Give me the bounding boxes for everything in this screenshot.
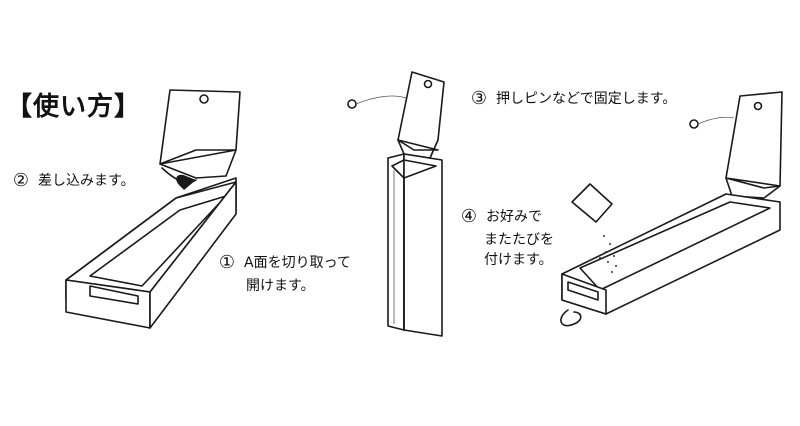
step-2-number: ②: [12, 170, 30, 191]
step-1-label: ① A面を切り取って 開けます。: [214, 250, 351, 296]
step-3-text: 押しピンなどで固定します。: [496, 91, 677, 107]
step-1-text-line2: 開けます。: [246, 278, 315, 294]
middle-box-side: [387, 153, 405, 331]
middle-flap-hole: [423, 79, 433, 89]
right-pin-icon: [689, 119, 699, 129]
middle-box-front: [403, 153, 443, 337]
step-2-text: 差し込みます。: [38, 173, 135, 189]
step-4-text-line3: 付けます。: [484, 252, 553, 268]
step-4-number: ④: [460, 206, 478, 227]
step-4-text-line2: またたびを: [484, 232, 554, 248]
left-box-side: [149, 181, 237, 329]
left-flap-tag: [159, 89, 241, 179]
middle-pin-icon: [347, 99, 357, 109]
middle-box-illustration: [347, 71, 445, 337]
right-box-illustration: [560, 91, 783, 327]
step-3-number: ③: [470, 88, 488, 109]
page-title: 【使い方】: [6, 92, 142, 122]
catnip-sprinkle-icon: [599, 235, 617, 273]
step-2-label: ② 差し込みます。: [8, 168, 135, 194]
step-1-number: ①: [218, 252, 236, 273]
removed-tab-icon: [560, 309, 582, 327]
step-1-text-line1: A面を切り取って: [244, 255, 351, 271]
right-flap-hole: [753, 101, 763, 111]
step-4-text-line1: お好みで: [486, 209, 542, 225]
left-flap-hole: [199, 94, 209, 104]
step-4-label: ④ お好みで またたびを 付けます。: [456, 204, 554, 270]
step-3-label: ③ 押しピンなどで固定します。: [466, 86, 676, 112]
catnip-bag-icon: [571, 183, 613, 223]
insert-arrow-icon: [176, 174, 196, 190]
left-box-illustration: [65, 89, 241, 329]
